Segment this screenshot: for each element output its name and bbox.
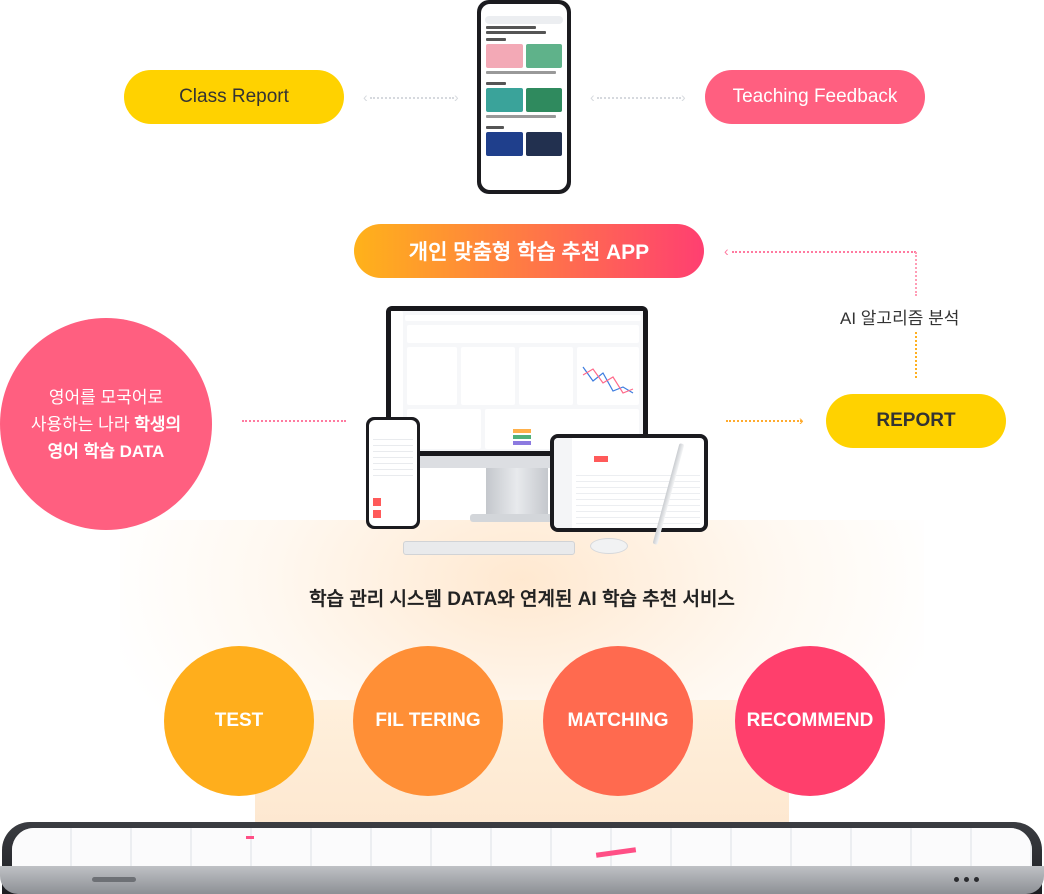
source-data-text: 영어를 모국어로 사용하는 나라 학생의 영어 학습 DATA <box>31 384 181 465</box>
phone-text-line <box>486 115 556 118</box>
app-label: 개인 맞춤형 학습 추천 APP <box>408 241 650 264</box>
background-glow-base <box>255 700 789 840</box>
source-line-2: 사용하는 나라 학생의 <box>31 411 181 438</box>
phone-section-title <box>486 82 506 85</box>
phone-thumb <box>525 44 562 68</box>
phone-section-title <box>486 126 504 129</box>
tablet-dot <box>964 877 969 882</box>
small-tablet <box>550 434 708 532</box>
arrow-right-icon: › <box>681 89 686 105</box>
phone-thumb <box>525 132 562 156</box>
phone-text-line <box>486 31 546 34</box>
phone-thumb <box>486 88 523 112</box>
teaching-feedback-label: Teaching Feedback <box>732 86 898 107</box>
monitor-header <box>405 315 641 321</box>
service-caption: 학습 관리 시스템 DATA와 연계된 AI 학습 추천 서비스 <box>309 589 735 610</box>
source-data-circle: 영어를 모국어로 사용하는 나라 학생의 영어 학습 DATA <box>0 318 212 530</box>
arrow-left-icon: ‹ <box>590 89 595 105</box>
phone-section-title <box>486 38 506 41</box>
step-recommend-label: RECOMMEND <box>746 710 874 731</box>
connector-system-to-report <box>726 420 802 422</box>
connector-vertical-upper <box>915 252 917 296</box>
small-phone <box>366 417 420 529</box>
monitor-screen <box>391 311 643 451</box>
arrow-right-icon: › <box>454 89 459 105</box>
report-label: REPORT <box>876 410 956 431</box>
bottom-tablet-bezel <box>0 866 1044 894</box>
phone-thumb <box>486 132 523 156</box>
source-line-2-plain: 사용하는 나라 <box>30 414 135 434</box>
phone-thumbs-listening <box>486 88 562 112</box>
step-test-label: TEST <box>214 710 264 731</box>
ai-algorithm-label: AI 알고리즘 분석 <box>840 309 960 328</box>
monitor-chart-card <box>577 347 639 405</box>
phone-thumb <box>486 44 523 68</box>
monitor-table-card <box>519 347 573 405</box>
phone-text-line <box>486 71 556 74</box>
tablet-sidebar <box>554 438 572 528</box>
class-report-label: Class Report <box>179 86 289 107</box>
desktop-monitor <box>386 306 648 456</box>
arrow-right-icon: › <box>799 412 804 428</box>
tablet-table <box>576 470 700 524</box>
class-report-pill: Class Report <box>124 70 344 124</box>
monitor-stand <box>486 468 548 516</box>
tablet-dot <box>974 877 979 882</box>
teaching-feedback-pill: Teaching Feedback <box>705 70 925 124</box>
source-line-3: 영어 학습 DATA <box>31 438 181 465</box>
connector-teaching-feedback <box>597 97 681 99</box>
phone-thumb <box>525 88 562 112</box>
phone-search-bar <box>485 16 563 24</box>
bottom-tablet-marker <box>246 836 254 839</box>
calendar-grid <box>373 434 413 478</box>
step-filtering-label: FIL TERING <box>375 710 481 731</box>
step-matching-label: MATCHING <box>567 710 669 731</box>
step-matching-circle: MATCHING <box>543 646 693 796</box>
step-filtering-circle: FIL TERING <box>353 646 503 796</box>
tablet-speaker-slot <box>92 877 136 882</box>
source-line-2-bold: 학생의 <box>134 414 182 434</box>
phone-thumbs-writing <box>486 132 562 156</box>
monitor-list-card <box>407 347 457 405</box>
phone-thumbs-reading <box>486 44 562 68</box>
calendar-event <box>373 498 381 506</box>
connector-vertical-lower <box>915 332 917 378</box>
monitor-line-chart <box>582 366 634 394</box>
schedule-block <box>513 429 531 433</box>
schedule-block <box>513 435 531 439</box>
mouse <box>590 538 628 554</box>
phone-text-line <box>486 26 536 29</box>
top-phone <box>477 0 571 194</box>
app-pill: 개인 맞춤형 학습 추천 APP <box>354 224 704 278</box>
arrow-left-icon: ‹ <box>363 89 368 105</box>
keyboard <box>403 541 575 555</box>
report-pill: REPORT <box>826 394 1006 448</box>
schedule-block <box>513 441 531 445</box>
monitor-foot <box>470 514 566 522</box>
tablet-dot <box>954 877 959 882</box>
step-recommend-circle: RECOMMEND <box>735 646 885 796</box>
monitor-icons-card <box>461 347 515 405</box>
calendar-event <box>373 510 381 518</box>
small-phone-screen <box>369 420 417 526</box>
arrow-left-icon: ‹ <box>724 243 729 259</box>
source-line-3-bold: 영어 학습 DATA <box>47 441 165 461</box>
connector-class-report <box>370 97 454 99</box>
monitor-summary-card <box>407 325 639 343</box>
tablet-highlight <box>594 456 608 462</box>
monitor-sidebar <box>391 311 403 451</box>
step-test-circle: TEST <box>164 646 314 796</box>
source-line-1: 영어를 모국어로 <box>48 387 164 407</box>
connector-ai-to-app <box>732 251 916 253</box>
top-phone-screen <box>481 4 567 190</box>
connector-source-to-system <box>242 420 346 422</box>
